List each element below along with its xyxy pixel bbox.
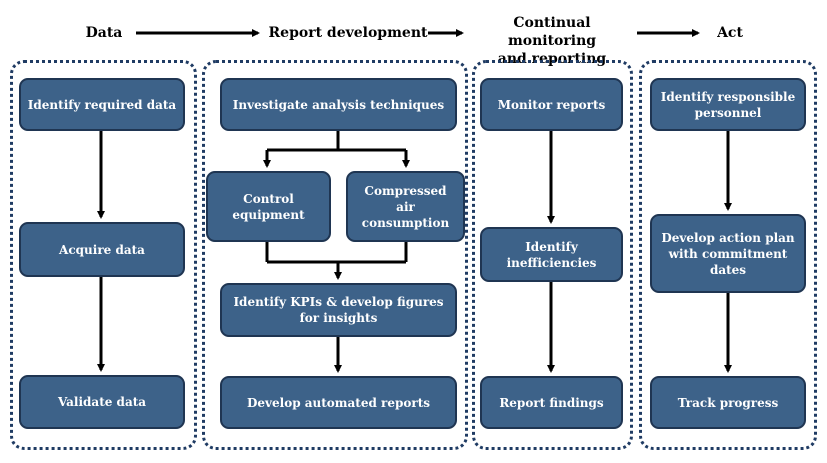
step-investigate-analysis-techniques: Investigate analysis techniques — [220, 78, 457, 131]
stage-title-data: Data — [85, 25, 123, 41]
panel-continual-monitoring — [472, 60, 633, 450]
step-label: Develop automated reports — [246, 395, 431, 410]
step-identify-required-data: Identify required data — [19, 78, 185, 131]
step-identify-kpis: Identify KPIs & develop figures for insi… — [220, 283, 457, 337]
step-label: Report findings — [499, 395, 604, 410]
step-develop-action-plan: Develop action plan with commitment date… — [650, 214, 806, 293]
panel-report-development — [202, 60, 468, 450]
step-compressed-air-consumption: Compressed air consumption — [346, 171, 465, 242]
step-label: Compressed air consumption — [361, 183, 450, 230]
step-label: Identify required data — [27, 97, 177, 112]
step-label: Identify inefficiencies — [506, 239, 597, 270]
step-label: Acquire data — [59, 242, 145, 257]
stage-title-act: Act — [717, 25, 743, 41]
panel-act — [639, 60, 817, 450]
step-label: Develop action plan with commitment date… — [661, 230, 795, 277]
step-identify-inefficiencies: Identify inefficiencies — [480, 227, 623, 282]
step-acquire-data: Acquire data — [19, 222, 185, 277]
step-track-progress: Track progress — [650, 376, 806, 429]
step-label: Investigate analysis techniques — [232, 97, 445, 112]
stage-title-report-development: Report development — [268, 25, 428, 41]
step-report-findings: Report findings — [480, 376, 623, 429]
step-label: Control equipment — [232, 191, 305, 222]
step-label: Validate data — [57, 395, 147, 409]
step-label: Identify responsible personnel — [660, 89, 796, 120]
step-monitor-reports: Monitor reports — [480, 78, 623, 131]
step-label: Monitor reports — [497, 97, 606, 112]
step-label: Identify KPIs & develop figures for insi… — [233, 295, 444, 325]
stage-title-continual-monitoring: Continual monitoring and reporting — [497, 15, 607, 67]
step-develop-automated-reports: Develop automated reports — [220, 376, 457, 429]
step-identify-responsible-personnel: Identify responsible personnel — [650, 78, 806, 131]
step-label: Track progress — [677, 395, 779, 410]
step-control-equipment: Control equipment — [206, 171, 331, 242]
step-validate-data: Validate data — [19, 375, 185, 429]
panel-data — [10, 60, 197, 450]
